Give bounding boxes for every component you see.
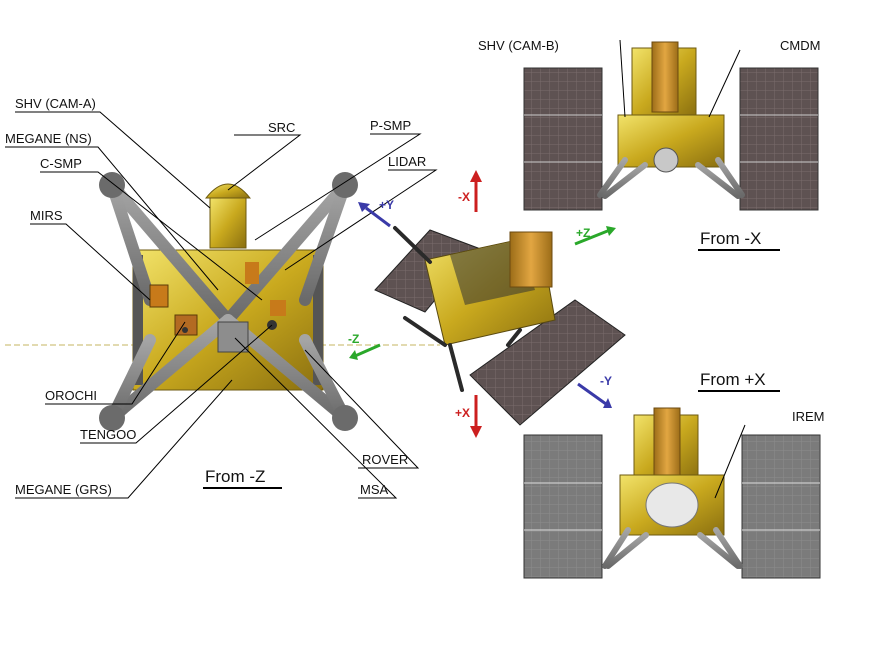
from-minus-x-view bbox=[523, 39, 819, 211]
solar-panel-left bbox=[523, 434, 603, 579]
label-shv-cam-a: SHV (CAM-A) bbox=[15, 96, 96, 111]
label-irem: IREM bbox=[792, 409, 825, 424]
iso-legs bbox=[393, 226, 522, 392]
footpad bbox=[332, 405, 358, 431]
axis-label-minus-y: -Y bbox=[600, 374, 612, 388]
center-isometric-view bbox=[349, 170, 626, 438]
rover-box bbox=[217, 321, 249, 353]
solar-array-right bbox=[469, 299, 626, 426]
solar-panel-right bbox=[741, 434, 821, 579]
view-title-from-minus-x: From -X bbox=[700, 229, 762, 248]
solar-panel-left bbox=[523, 67, 603, 211]
label-megane-ns: MEGANE (NS) bbox=[5, 131, 92, 146]
label-lidar: LIDAR bbox=[388, 154, 427, 169]
axis-label-plus-z: +Z bbox=[576, 226, 591, 240]
axis-label-plus-x: +X bbox=[455, 406, 471, 420]
label-mirs: MIRS bbox=[30, 208, 63, 223]
view-title-from-plus-x: From +X bbox=[700, 370, 766, 389]
axis-label-minus-x: -X bbox=[458, 190, 470, 204]
footpad bbox=[99, 172, 125, 198]
label-msa: MSA bbox=[360, 482, 389, 497]
label-cmdm: CMDM bbox=[780, 38, 821, 53]
label-rover: ROVER bbox=[362, 452, 409, 467]
view-title-from-minus-z: From -Z bbox=[205, 467, 266, 486]
label-src: SRC bbox=[268, 120, 296, 135]
label-megane-grs: MEGANE (GRS) bbox=[15, 482, 112, 497]
label-orochi: OROCHI bbox=[45, 388, 97, 403]
label-tengoo: TENGOO bbox=[80, 427, 137, 442]
label-shv-cam-b: SHV (CAM-B) bbox=[478, 38, 559, 53]
axis-label-minus-z: -Z bbox=[348, 332, 360, 346]
axis-label-plus-y: +Y bbox=[379, 198, 395, 212]
label-p-smp: P-SMP bbox=[370, 118, 412, 133]
footpad bbox=[99, 405, 125, 431]
from-plus-x-view bbox=[523, 407, 821, 579]
label-c-smp: C-SMP bbox=[40, 156, 82, 171]
antenna-dish bbox=[645, 482, 699, 528]
leader-lines-minus-z bbox=[5, 111, 438, 499]
solar-panel-right bbox=[739, 67, 819, 211]
